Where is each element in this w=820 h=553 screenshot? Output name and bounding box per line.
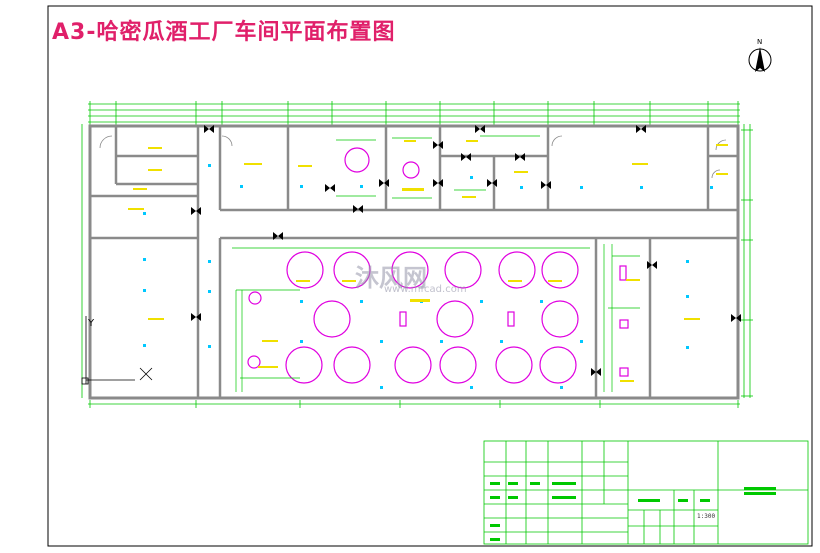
tank [286, 251, 324, 289]
equipment [399, 311, 407, 327]
tank [402, 161, 420, 179]
tank [333, 346, 371, 384]
exterior-walls [88, 124, 740, 400]
tank [313, 300, 351, 338]
tank [247, 355, 261, 369]
tank [498, 251, 536, 289]
fermentation-tanks [247, 147, 629, 384]
tank [541, 300, 579, 338]
equipment [507, 311, 515, 327]
drawing-title: A3-哈密瓜酒工厂车间平面布置图 [52, 20, 396, 45]
tank [539, 346, 577, 384]
tank [391, 251, 429, 289]
tank [444, 251, 482, 289]
tank [248, 291, 262, 305]
tank [285, 346, 323, 384]
equipment [619, 367, 629, 377]
coordinate-axis-icon [81, 316, 153, 385]
dimension-ticks [89, 101, 753, 408]
watermark-url: www.mfcad.com [384, 284, 467, 295]
tank [344, 147, 370, 173]
valve-icons [191, 125, 741, 376]
tank [439, 346, 477, 384]
equipment [619, 265, 627, 281]
north-arrow-icon: N [748, 38, 772, 72]
scale-label: 1:300 [697, 513, 716, 520]
title-block-text [490, 482, 776, 541]
drawing-frame [47, 5, 813, 547]
watermark-text: 沐风网 [355, 264, 427, 292]
room-labels [128, 140, 728, 382]
tank [495, 346, 533, 384]
north-label: N [757, 38, 762, 46]
axis-label: Y [87, 318, 95, 329]
tank [541, 251, 579, 289]
equipment [619, 319, 629, 329]
tank [394, 346, 432, 384]
tank [436, 300, 474, 338]
inner-dimensions [232, 135, 640, 392]
door-swings [99, 135, 727, 179]
tank [333, 251, 371, 289]
dimension-lines [81, 103, 751, 405]
